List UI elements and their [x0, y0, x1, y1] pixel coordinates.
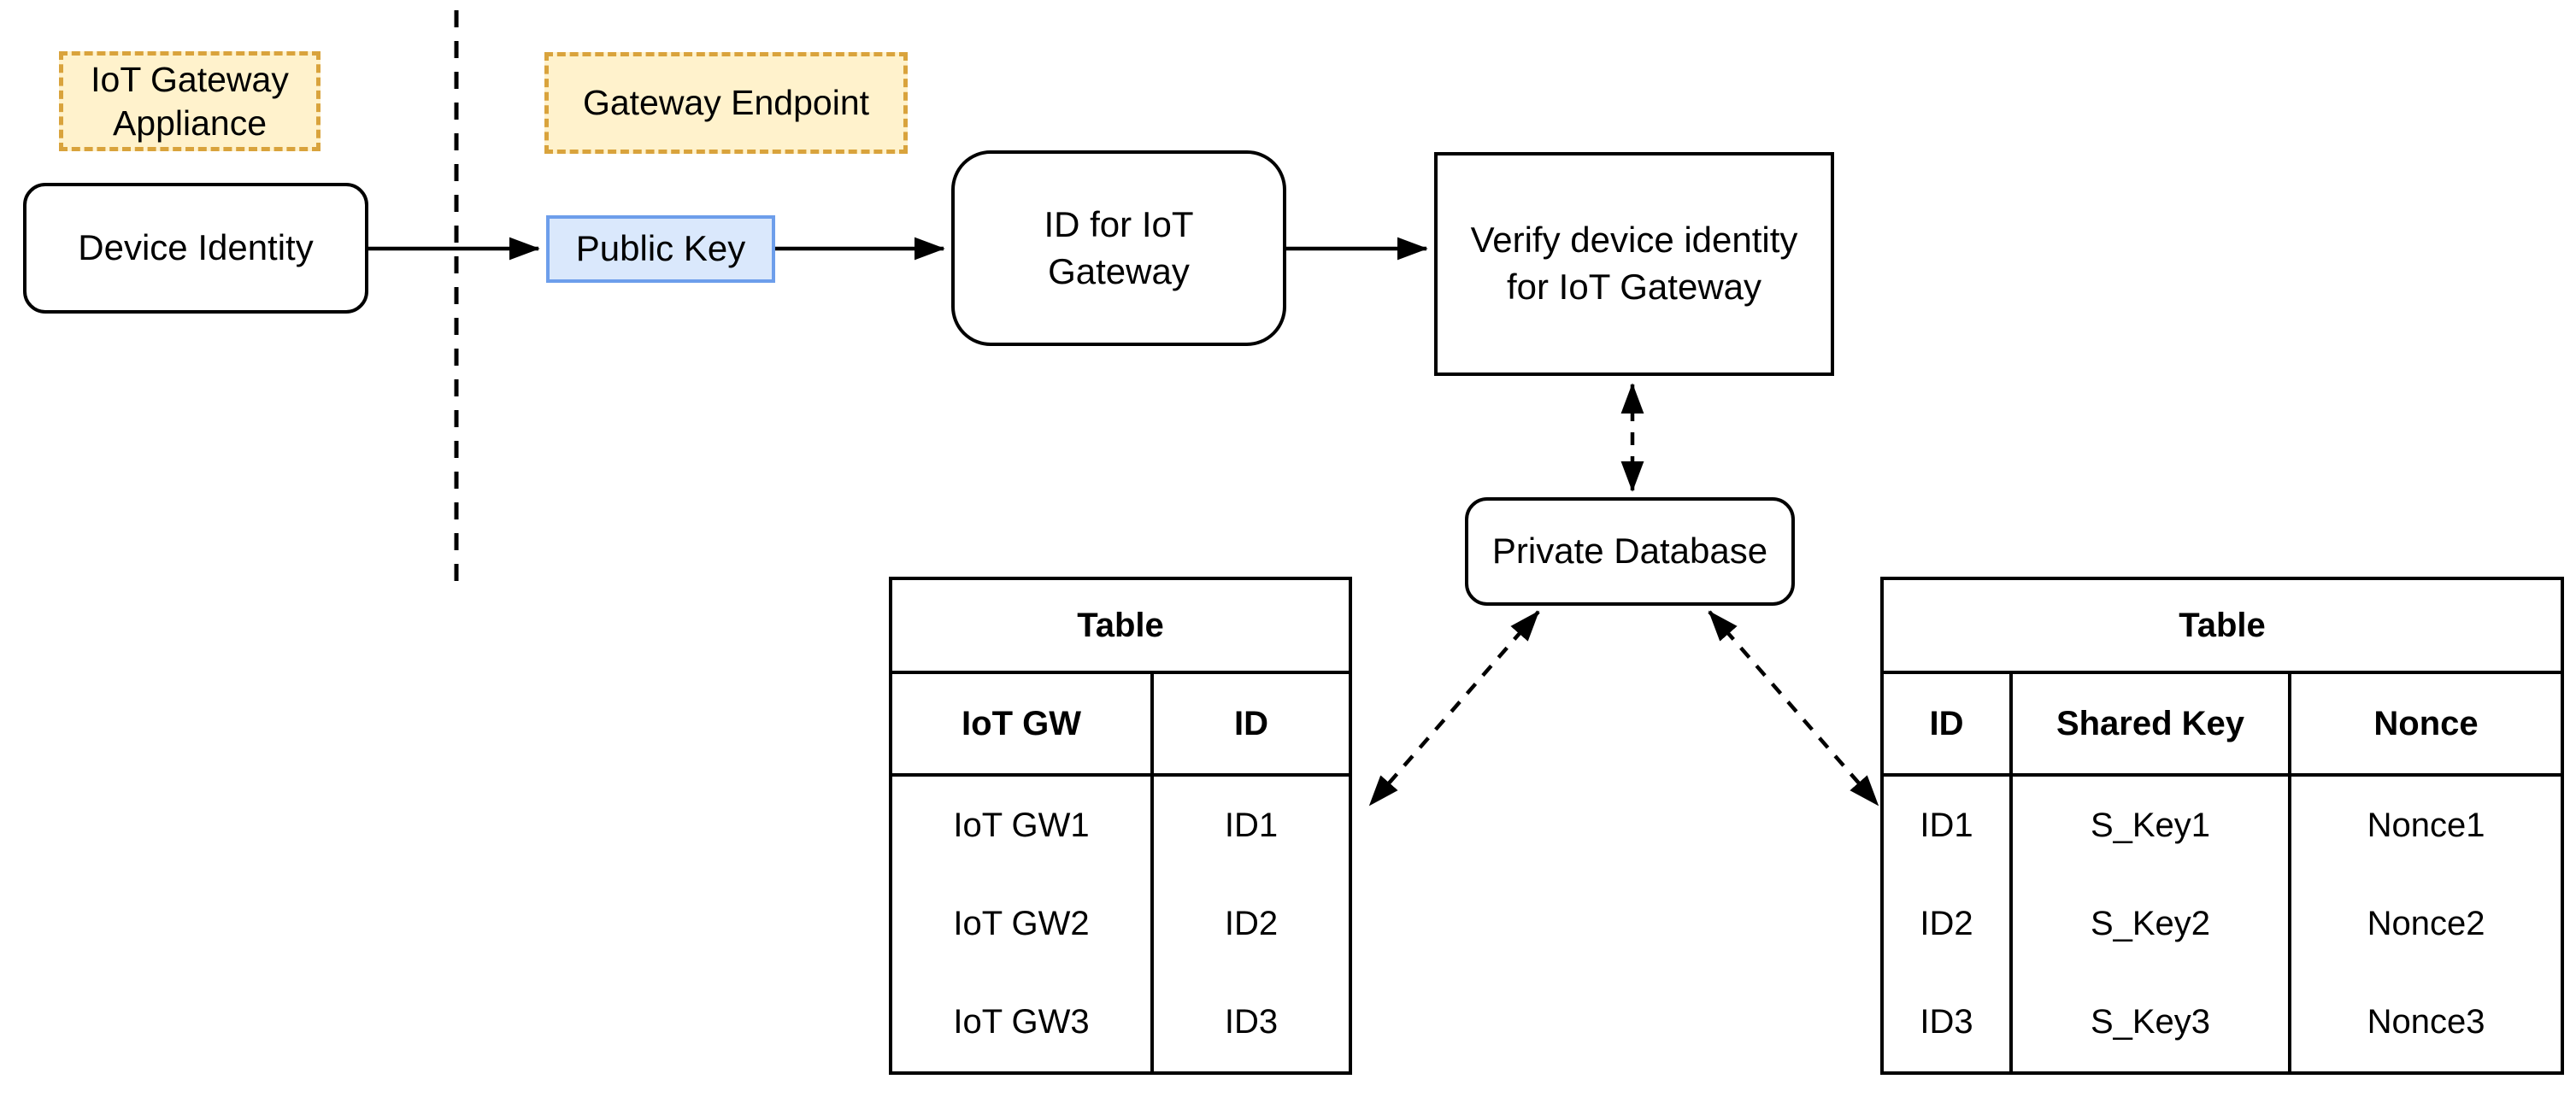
- left-table-title: Table: [892, 580, 1349, 674]
- zone-label-iot-gateway-appliance: IoT Gateway Appliance: [59, 51, 321, 151]
- table-row: ID2 S_Key2 Nonce2: [1884, 875, 2561, 973]
- table-row: IoT GW2 ID2: [892, 875, 1349, 973]
- table-cell: ID1: [1224, 807, 1279, 844]
- left-table-header-row: IoT GW ID: [892, 674, 1349, 777]
- table-cell: ID2: [1224, 905, 1279, 942]
- right-table-header-nonce: Nonce: [2373, 704, 2479, 742]
- right-table-header-id: ID: [1884, 674, 2013, 773]
- left-table-header-id: ID: [1234, 704, 1268, 742]
- right-table: Table ID Shared Key Nonce ID1 S_Key1 Non…: [1880, 577, 2564, 1075]
- node-public-key: Public Key: [546, 215, 775, 283]
- table-cell: IoT GW2: [892, 875, 1154, 973]
- arrow-private-database-left-table: [1368, 610, 1540, 807]
- node-id-for-iot-gateway: ID for IoT Gateway: [951, 150, 1286, 346]
- node-private-database: Private Database: [1465, 497, 1795, 606]
- table-cell: ID3: [1884, 973, 2013, 1071]
- right-table-header-row: ID Shared Key Nonce: [1884, 674, 2561, 777]
- table-cell: ID2: [1884, 875, 2013, 973]
- table-cell: S_Key2: [2013, 875, 2291, 973]
- table-cell: ID1: [1884, 777, 2013, 875]
- left-table: Table IoT GW ID IoT GW1 ID1 IoT GW2 ID2 …: [889, 577, 1352, 1075]
- node-verify-device-identity: Verify device identity for IoT Gateway: [1434, 152, 1834, 376]
- table-cell: ID3: [1224, 1003, 1279, 1041]
- table-cell: Nonce3: [2367, 1003, 2485, 1041]
- table-row: ID3 S_Key3 Nonce3: [1884, 973, 2561, 1071]
- zone-label-gateway-endpoint: Gateway Endpoint: [544, 52, 908, 154]
- table-cell: Nonce2: [2367, 905, 2485, 942]
- table-cell: IoT GW3: [892, 973, 1154, 1071]
- table-row: IoT GW3 ID3: [892, 973, 1349, 1071]
- arrow-private-database-right-table: [1708, 610, 1879, 807]
- table-row: IoT GW1 ID1: [892, 777, 1349, 875]
- table-cell: S_Key3: [2013, 973, 2291, 1071]
- left-table-header-iot-gw: IoT GW: [892, 674, 1154, 773]
- table-cell: IoT GW1: [892, 777, 1154, 875]
- node-device-identity: Device Identity: [23, 183, 368, 314]
- table-cell: S_Key1: [2013, 777, 2291, 875]
- right-table-title: Table: [1884, 580, 2561, 674]
- table-cell: Nonce1: [2367, 807, 2485, 844]
- table-row: ID1 S_Key1 Nonce1: [1884, 777, 2561, 875]
- right-table-header-shared-key: Shared Key: [2013, 674, 2291, 773]
